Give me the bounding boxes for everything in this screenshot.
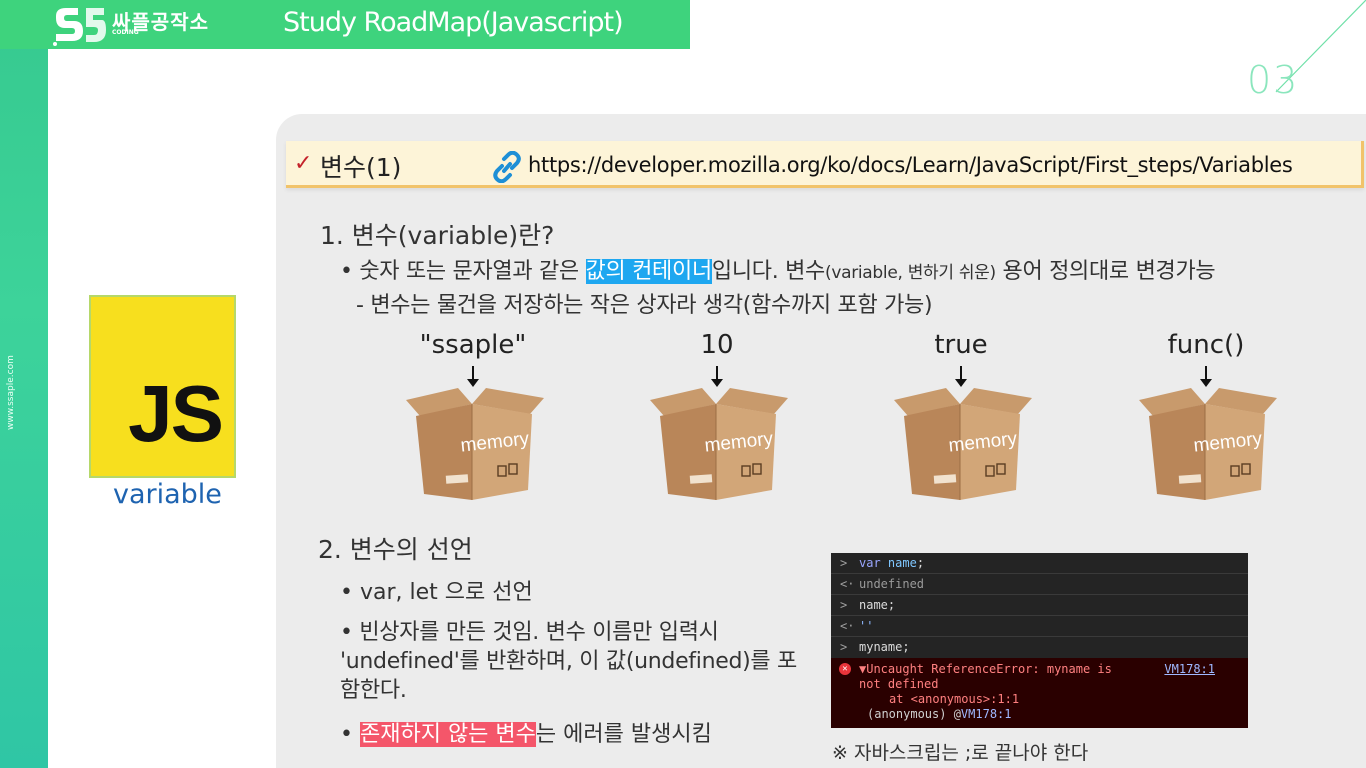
console-input: myname;	[859, 640, 910, 654]
cardboard-box-icon: memory	[406, 388, 544, 500]
side-strip	[0, 0, 48, 768]
box-item-string: "ssaple" memory	[398, 330, 548, 505]
highlight-undeclared-variable: 존재하지 않는 변수	[359, 722, 536, 747]
box-item-function: func() memory	[1131, 330, 1281, 505]
prompt-icon: >	[840, 640, 848, 654]
mdn-link[interactable]: https://developer.mozilla.org/ko/docs/Le…	[528, 153, 1293, 177]
console-input-row: > name;	[831, 595, 1248, 616]
error-anon-text: (anonymous) @	[867, 707, 961, 721]
box-label: "ssaple"	[419, 330, 527, 360]
bullet-text-mid: 입니다. 변수	[711, 259, 825, 284]
bullet-undeclared-error: • 존재하지 않는 변수는 에러를 발생시킴	[340, 716, 712, 748]
error-stack: at <anonymous>:1:1	[889, 692, 1020, 706]
console-input-row: > var name;	[831, 553, 1248, 574]
bullet-c-pre: •	[340, 722, 360, 747]
bullet-text-small: (variable, 변하기 쉬운)	[824, 263, 996, 283]
console-input: name;	[859, 598, 896, 612]
console-input-row: > myname;	[831, 637, 1248, 658]
console-output-row: <· undefined	[831, 574, 1248, 595]
box-label: true	[934, 330, 988, 360]
box-label: func()	[1167, 330, 1245, 360]
cardboard-box-icon: memory	[894, 388, 1032, 500]
error-anon-link[interactable]: VM178:1	[960, 707, 1012, 721]
cardboard-box-icon: memory	[650, 388, 788, 500]
js-logo-card: JS	[89, 295, 236, 478]
error-icon: ✕	[839, 663, 851, 675]
js-caption: variable	[113, 479, 222, 510]
cardboard-box-icon: memory	[1139, 388, 1277, 500]
error-message: ▼Uncaught ReferenceError: myname is	[859, 662, 1112, 676]
return-arrow-icon: <·	[840, 619, 855, 633]
section-title: 변수(1)	[320, 153, 402, 182]
arrow-down-icon	[711, 366, 723, 387]
bullet-empty-box: • 빈상자를 만든 것임. 변수 이름만 입력시 'undefined'를 반환…	[340, 620, 797, 703]
arrow-down-icon	[955, 366, 967, 387]
arrow-down-icon	[467, 366, 479, 387]
error-message-cont: not defined	[859, 677, 939, 691]
box-label: 10	[700, 330, 734, 360]
link-icon	[493, 151, 521, 183]
page-title: Study RoadMap(Javascript)	[283, 7, 624, 38]
console-output-row: <· ''	[831, 616, 1248, 637]
console-error-row: ✕ ▼Uncaught ReferenceError: myname is no…	[831, 658, 1248, 728]
logo-text: 싸플공작소	[112, 10, 209, 34]
sub-bullet-box-analogy: - 변수는 물건을 저장하는 작은 상자라 생각(함수까지 포함 가능)	[356, 293, 933, 318]
console-keyword: var	[859, 556, 881, 570]
console-varname: name	[887, 556, 917, 570]
console-output: ''	[859, 619, 874, 633]
bullet-text-pre: • 숫자 또는 문자열과 같은	[340, 259, 586, 284]
box-item-boolean: true memory	[886, 330, 1036, 505]
arrow-down-icon	[1200, 366, 1212, 387]
page-number: 03	[1247, 58, 1300, 102]
return-arrow-icon: <·	[840, 577, 855, 591]
header-bar	[0, 0, 690, 49]
logo-subtext: CODING	[112, 29, 139, 36]
heading-what-is-variable: 1. 변수(variable)란?	[320, 221, 555, 250]
highlight-value-container: 값의 컨테이너	[585, 259, 712, 284]
box-item-number: 10 memory	[642, 330, 792, 505]
bullet-variable-definition: • 숫자 또는 문자열과 같은 값의 컨테이너입니다. 변수(variable,…	[340, 253, 1216, 285]
side-url: www.ssaple.com	[6, 355, 16, 430]
bullet-c-post: 는 에러를 발생시킴	[535, 722, 712, 747]
console-output: undefined	[859, 577, 925, 591]
error-anonymous: (anonymous) @VM178:1	[859, 707, 1220, 722]
js-logo-text: JS	[128, 369, 224, 458]
bullet-var-let: • var, let 으로 선언	[340, 580, 533, 605]
devtools-console: > var name; <· undefined > name; <· '' >…	[831, 553, 1248, 728]
semicolon-note: ※ 자바스크립는 ;로 끝나야 한다	[832, 742, 1089, 764]
logo-icon	[53, 8, 106, 46]
decorative-line	[1275, 0, 1366, 93]
bullet-text-post: 용어 정의대로 변경가능	[995, 259, 1216, 284]
prompt-icon: >	[840, 598, 848, 612]
prompt-icon: >	[840, 556, 848, 570]
heading-variable-declaration: 2. 변수의 선언	[318, 535, 473, 564]
error-source-link[interactable]: VM178:1	[1164, 662, 1215, 676]
console-semicolon: ;	[916, 556, 925, 570]
section-title-bar: ✓ 변수(1) https://developer.mozilla.org/ko…	[286, 141, 1364, 188]
checkmark-icon: ✓	[294, 151, 313, 176]
